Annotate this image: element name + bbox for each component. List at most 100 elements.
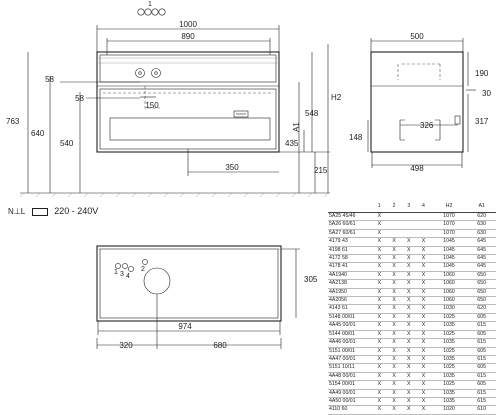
table-cell: 605: [467, 347, 496, 356]
table-cell: X: [386, 288, 402, 298]
table-cell: X: [386, 262, 402, 272]
table-cell: X: [386, 296, 402, 306]
dim-side-148: 148: [349, 133, 363, 142]
table-cell: X: [372, 405, 387, 415]
plan-marker-2: 2: [141, 266, 145, 273]
table-cell: 1035: [430, 397, 468, 407]
table-cell: 1045: [430, 262, 468, 272]
plan-outline: [96, 245, 282, 322]
table-cell: 1035: [430, 338, 468, 348]
table-cell: 615: [467, 397, 496, 407]
table-cell: X: [372, 355, 387, 365]
cell-article-code: 4A50 00/01: [328, 397, 372, 407]
dim-plan-680: 680: [213, 341, 227, 350]
label-h2: H2: [331, 93, 342, 102]
table-cell: X: [401, 330, 417, 340]
cell-article-code: 5A27 60/61: [328, 229, 372, 239]
table-cell: 1025: [430, 380, 468, 390]
table-cell: 650: [467, 288, 496, 298]
table-cell: X: [386, 279, 402, 289]
table-cell: 1060: [430, 279, 468, 289]
table-cell: X: [416, 288, 431, 298]
table-cell: 630: [467, 220, 496, 230]
header-col-4: 4: [416, 202, 431, 213]
cell-article-code: 5144 00/01: [328, 330, 372, 340]
drain-cutout: [143, 267, 171, 295]
table-cell: 605: [467, 380, 496, 390]
header-a1: A1: [467, 202, 496, 213]
table-cell: X: [401, 246, 417, 256]
table-cell: X: [416, 355, 431, 365]
table-cell: [386, 229, 402, 239]
table-cell: X: [401, 262, 417, 272]
dim-640: 640: [31, 129, 45, 138]
table-cell: 1035: [430, 321, 468, 331]
cell-article-code: 4A2138: [328, 279, 372, 289]
dim-plan-305: 305: [304, 275, 318, 284]
table-cell: X: [372, 279, 387, 289]
header-h2: H2: [430, 202, 468, 213]
table-cell: 1045: [430, 246, 468, 256]
table-cell: X: [386, 321, 402, 331]
dim-plan-320: 320: [119, 341, 133, 350]
dim-side-30: 30: [482, 89, 491, 98]
table-cell: X: [372, 338, 387, 348]
table-cell: X: [416, 313, 431, 323]
plan-marker-3: 3: [120, 271, 124, 278]
table-cell: 605: [467, 313, 496, 323]
table-cell: X: [386, 347, 402, 356]
cell-article-code: 4A2056: [328, 296, 372, 306]
table-cell: X: [372, 262, 387, 272]
plan-marker-1: 1: [114, 269, 118, 276]
table-cell: X: [372, 347, 387, 356]
table-cell: X: [386, 237, 402, 247]
cell-article-code: 5A26 60/61: [328, 220, 372, 230]
table-cell: X: [372, 304, 387, 314]
dim-side-498: 498: [410, 164, 424, 173]
table-cell: [401, 220, 417, 230]
table-cell: X: [386, 363, 402, 373]
cell-article-code: 4172 58: [328, 254, 372, 264]
table-cell: 1070: [430, 212, 468, 222]
table-cell: 1025: [430, 330, 468, 340]
table-cell: X: [386, 355, 402, 365]
table-cell: 650: [467, 271, 496, 281]
table-cell: X: [416, 372, 431, 382]
label-a1: A1: [292, 122, 301, 132]
dim-plan-974: 974: [178, 322, 192, 331]
table-cell: X: [372, 212, 387, 222]
dim-side-317: 317: [475, 117, 489, 126]
table-cell: X: [372, 246, 387, 256]
table-cell: X: [372, 220, 387, 230]
top-marker: 1: [137, 1, 166, 16]
table-cell: 650: [467, 279, 496, 289]
table-cell: [416, 220, 431, 230]
table-cell: 615: [467, 389, 496, 398]
header-col-2: 2: [386, 202, 402, 213]
table-cell: X: [401, 279, 417, 289]
cell-article-code: 5148 00/01: [328, 313, 372, 323]
table-cell: X: [416, 397, 431, 407]
table-cell: [416, 212, 431, 222]
table-cell: X: [372, 313, 387, 323]
table-cell: 630: [467, 229, 496, 239]
cell-article-code: 5151 10/11: [328, 363, 372, 373]
table-cell: X: [401, 380, 417, 390]
table-cell: 605: [467, 330, 496, 340]
table-cell: 1025: [430, 363, 468, 373]
cell-article-code: 4198 61: [328, 246, 372, 256]
socket-icon: [31, 207, 48, 216]
cabinet-outline: [96, 51, 280, 153]
table-cell: X: [386, 313, 402, 323]
